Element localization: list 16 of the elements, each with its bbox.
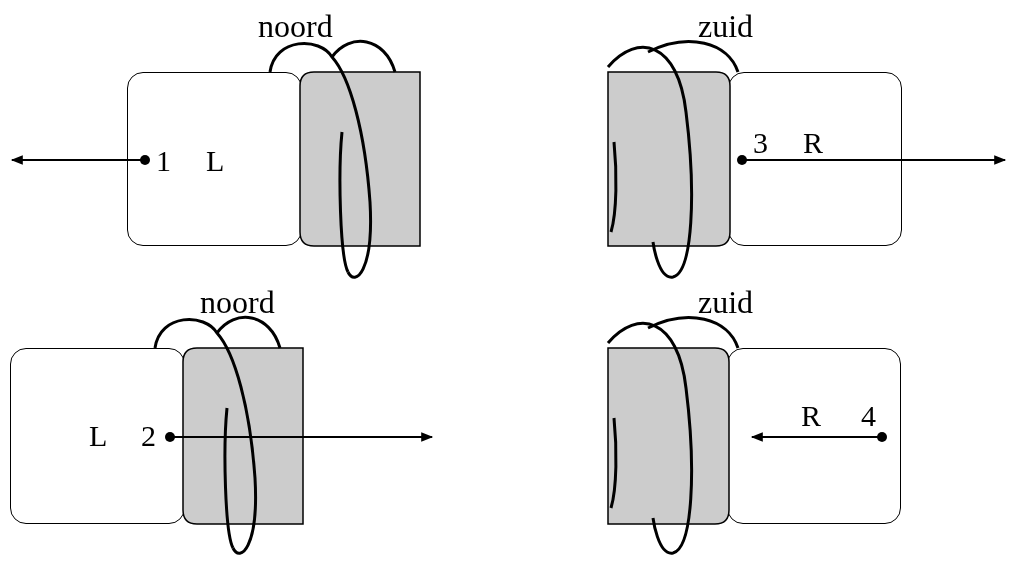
point-number: 4 bbox=[861, 401, 876, 431]
pole-letter: L bbox=[206, 146, 225, 176]
magnet-pole-block bbox=[727, 348, 901, 524]
point-number: 2 bbox=[141, 421, 156, 451]
pole-letter: L bbox=[89, 421, 108, 451]
magnet-pole-block bbox=[728, 72, 902, 246]
pole-name-label: zuid bbox=[698, 286, 754, 318]
pole-letter: R bbox=[803, 128, 823, 158]
pole-letter: R bbox=[801, 401, 821, 431]
pole-name-label: noord bbox=[200, 286, 275, 318]
pole-name-label: noord bbox=[258, 10, 333, 42]
magnet-pole-block bbox=[127, 72, 302, 246]
point-number: 3 bbox=[753, 128, 768, 158]
pole-name-label: zuid bbox=[698, 10, 754, 42]
magnet-pole-block bbox=[10, 348, 185, 524]
point-number: 1 bbox=[156, 146, 171, 176]
